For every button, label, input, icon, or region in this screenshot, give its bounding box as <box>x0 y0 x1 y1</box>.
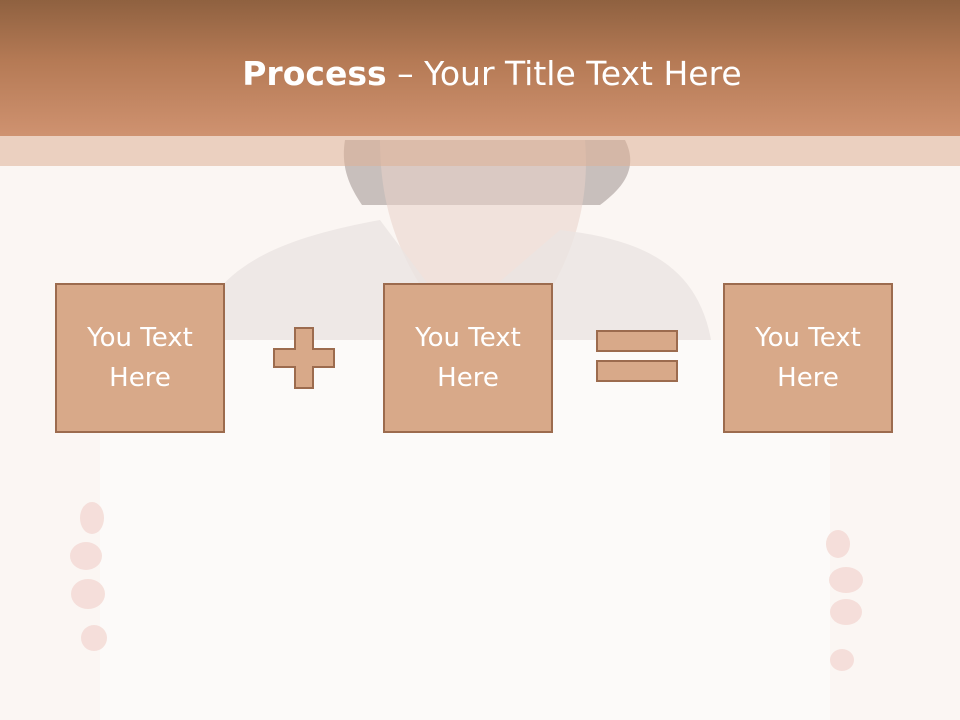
text-box-1[interactable]: You Text Here <box>55 283 225 433</box>
text-box-2-line2: Here <box>437 363 499 393</box>
plus-icon <box>273 327 335 389</box>
title-bar <box>0 0 960 136</box>
text-box-2-text: You Text Here <box>403 318 533 398</box>
text-box-2-line1: You Text <box>415 323 521 353</box>
text-box-3-line1: You Text <box>755 323 861 353</box>
text-box-2[interactable]: You Text Here <box>383 283 553 433</box>
slide-title[interactable]: Process – Your Title Text Here <box>0 52 960 96</box>
text-box-3[interactable]: You Text Here <box>723 283 893 433</box>
text-box-1-text: You Text Here <box>75 318 205 398</box>
title-bold-text: Process <box>242 54 387 93</box>
text-box-1-line2: Here <box>109 363 171 393</box>
text-box-3-line2: Here <box>777 363 839 393</box>
title-bar-strip <box>0 136 960 166</box>
text-box-3-text: You Text Here <box>743 318 873 398</box>
text-box-1-line1: You Text <box>87 323 193 353</box>
title-rest-text: – Your Title Text Here <box>386 54 742 93</box>
equals-icon <box>596 330 678 382</box>
